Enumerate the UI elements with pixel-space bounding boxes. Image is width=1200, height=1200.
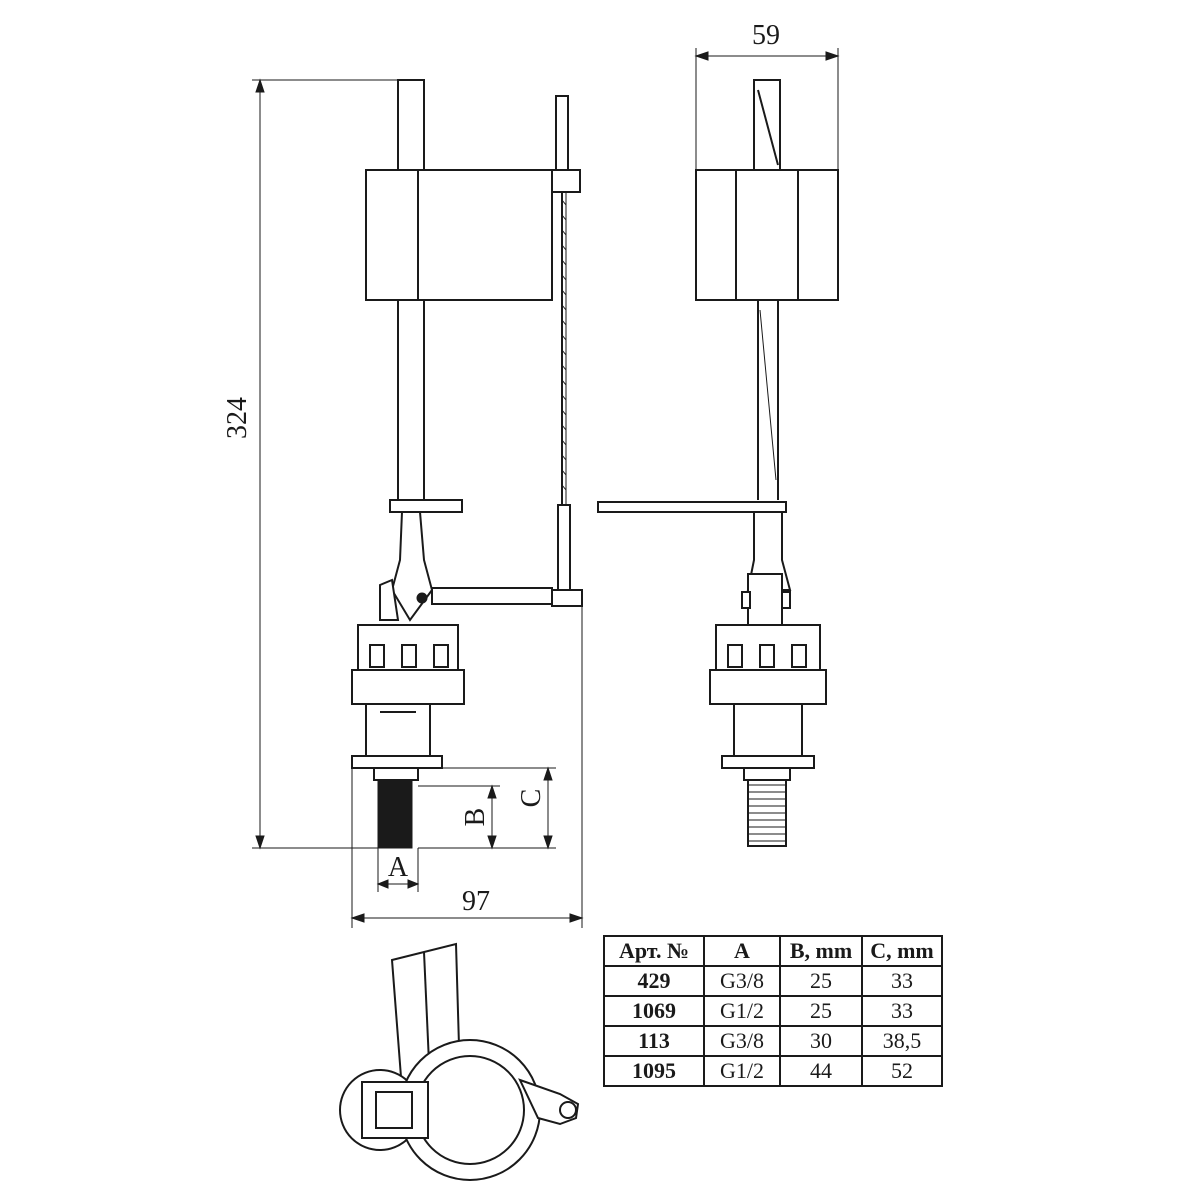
cell-b: 25 bbox=[779, 965, 863, 997]
col-header-b: B, mm bbox=[779, 935, 863, 967]
side-view bbox=[597, 79, 839, 847]
table-row: 1095 G1/2 44 52 bbox=[603, 1055, 943, 1087]
dim-b-label: B bbox=[460, 808, 491, 827]
top-view bbox=[339, 942, 580, 1181]
table-header-row: Арт. № A B, mm C, mm bbox=[603, 935, 943, 967]
dimension-labels: 324 97 59 A B C bbox=[222, 20, 780, 917]
cell-a: G3/8 bbox=[703, 965, 781, 997]
cell-c: 33 bbox=[861, 995, 943, 1027]
cell-art: 1095 bbox=[603, 1055, 705, 1087]
col-header-a: A bbox=[703, 935, 781, 967]
cell-c: 38,5 bbox=[861, 1025, 943, 1057]
cell-a: G1/2 bbox=[703, 995, 781, 1027]
dim-c-label: C bbox=[516, 789, 547, 808]
cell-b: 25 bbox=[779, 995, 863, 1027]
cell-art: 1069 bbox=[603, 995, 705, 1027]
spec-table: Арт. № A B, mm C, mm 429 G3/8 25 33 1069… bbox=[603, 935, 943, 1087]
cell-art: 429 bbox=[603, 965, 705, 997]
dim-a-label: A bbox=[388, 852, 409, 883]
dimension-lines bbox=[252, 48, 840, 928]
dim-side-width-label: 59 bbox=[752, 20, 780, 51]
cell-b: 30 bbox=[779, 1025, 863, 1057]
table-row: 429 G3/8 25 33 bbox=[603, 965, 943, 997]
cell-art: 113 bbox=[603, 1025, 705, 1057]
dim-height-label: 324 bbox=[222, 397, 253, 439]
dim-width-label: 97 bbox=[462, 886, 490, 917]
cell-b: 44 bbox=[779, 1055, 863, 1087]
front-view bbox=[351, 79, 583, 849]
cell-c: 52 bbox=[861, 1055, 943, 1087]
table-row: 113 G3/8 30 38,5 bbox=[603, 1025, 943, 1057]
cell-c: 33 bbox=[861, 965, 943, 997]
col-header-art: Арт. № bbox=[603, 935, 705, 967]
cell-a: G3/8 bbox=[703, 1025, 781, 1057]
table-row: 1069 G1/2 25 33 bbox=[603, 995, 943, 1027]
col-header-c: C, mm bbox=[861, 935, 943, 967]
cell-a: G1/2 bbox=[703, 1055, 781, 1087]
